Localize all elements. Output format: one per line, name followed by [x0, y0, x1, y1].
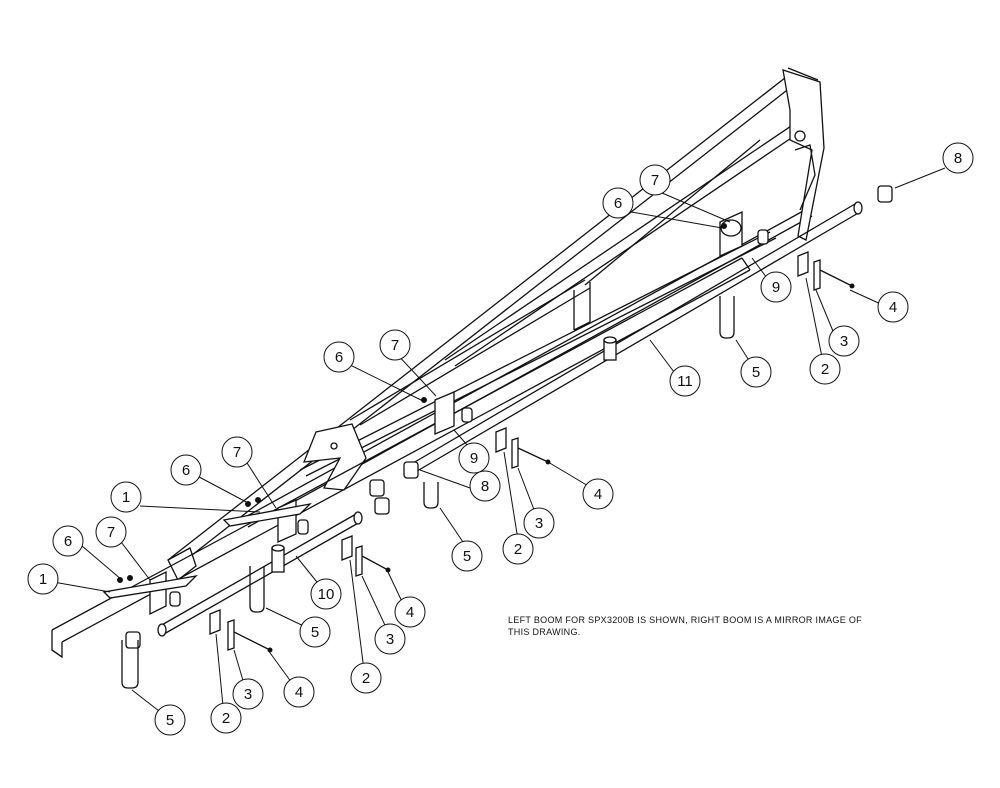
callout-7: 7: [379, 329, 411, 361]
callout-3: 3: [232, 678, 264, 710]
callout-6: 6: [323, 341, 355, 373]
bolts: [233, 269, 855, 653]
svg-text:3: 3: [244, 686, 252, 703]
u-bolts: [121, 296, 735, 689]
callout-1: 1: [110, 481, 142, 513]
callout-5: 5: [740, 356, 772, 388]
svg-text:3: 3: [840, 333, 848, 350]
svg-text:4: 4: [594, 486, 602, 503]
svg-text:8: 8: [481, 478, 489, 495]
svg-text:5: 5: [166, 712, 174, 729]
svg-text:4: 4: [295, 684, 303, 701]
callout-1: 1: [27, 563, 59, 595]
svg-text:1: 1: [39, 571, 47, 588]
svg-text:7: 7: [651, 172, 659, 189]
pipe-couplers: [125, 185, 893, 649]
mount-plates: [102, 502, 312, 599]
svg-text:8: 8: [954, 150, 962, 167]
svg-text:9: 9: [772, 279, 780, 296]
svg-text:6: 6: [614, 195, 622, 212]
svg-text:1: 1: [122, 489, 130, 506]
svg-text:7: 7: [233, 444, 241, 461]
callout-5: 5: [154, 704, 186, 736]
callout-4: 4: [394, 596, 426, 628]
callout-6: 6: [52, 525, 84, 557]
callout-2: 2: [350, 662, 382, 694]
callout-10: 10: [310, 578, 342, 610]
callout-9: 9: [760, 271, 792, 303]
callout-6: 6: [170, 454, 202, 486]
callout-2: 2: [210, 702, 242, 734]
svg-text:11: 11: [677, 373, 693, 390]
svg-text:3: 3: [535, 515, 543, 532]
svg-text:2: 2: [821, 361, 829, 378]
svg-text:4: 4: [889, 299, 897, 316]
svg-text:9: 9: [470, 450, 478, 467]
callout-7: 7: [221, 436, 253, 468]
callouts: 8 7 6 9 4 3 2 5 11 6 7 9 8 4 3 2 5 7 6 1…: [27, 142, 974, 736]
svg-text:2: 2: [514, 541, 522, 558]
callout-4: 4: [582, 478, 614, 510]
callout-6: 6: [602, 187, 634, 219]
callout-2: 2: [809, 353, 841, 385]
callout-5: 5: [299, 616, 331, 648]
svg-text:5: 5: [463, 548, 471, 565]
drawing-note: LEFT BOOM FOR SPX3200B IS SHOWN, RIGHT B…: [508, 615, 862, 637]
callout-11: 11: [669, 365, 701, 397]
callout-3: 3: [523, 507, 555, 539]
svg-text:3: 3: [386, 631, 394, 648]
svg-text:6: 6: [335, 349, 343, 366]
svg-text:5: 5: [752, 364, 760, 381]
callout-3: 3: [374, 623, 406, 655]
svg-text:5: 5: [311, 624, 319, 641]
boom-frame: [167, 67, 825, 581]
svg-text:6: 6: [64, 533, 72, 550]
callout-8: 8: [942, 142, 974, 174]
callout-4: 4: [283, 676, 315, 708]
svg-text:2: 2: [222, 710, 230, 727]
callout-8: 8: [469, 470, 501, 502]
callout-5: 5: [451, 540, 483, 572]
callout-2: 2: [502, 533, 534, 565]
callout-3: 3: [828, 325, 860, 357]
svg-text:7: 7: [107, 524, 115, 541]
callout-7: 7: [95, 516, 127, 548]
callout-7: 7: [639, 164, 671, 196]
svg-text:10: 10: [318, 586, 335, 603]
spray-pipes: [157, 201, 863, 637]
callout-9: 9: [458, 442, 490, 474]
svg-text:2: 2: [362, 670, 370, 687]
svg-text:4: 4: [406, 604, 414, 621]
svg-text:7: 7: [391, 337, 399, 354]
svg-text:6: 6: [182, 462, 190, 479]
callout-4: 4: [877, 291, 909, 323]
